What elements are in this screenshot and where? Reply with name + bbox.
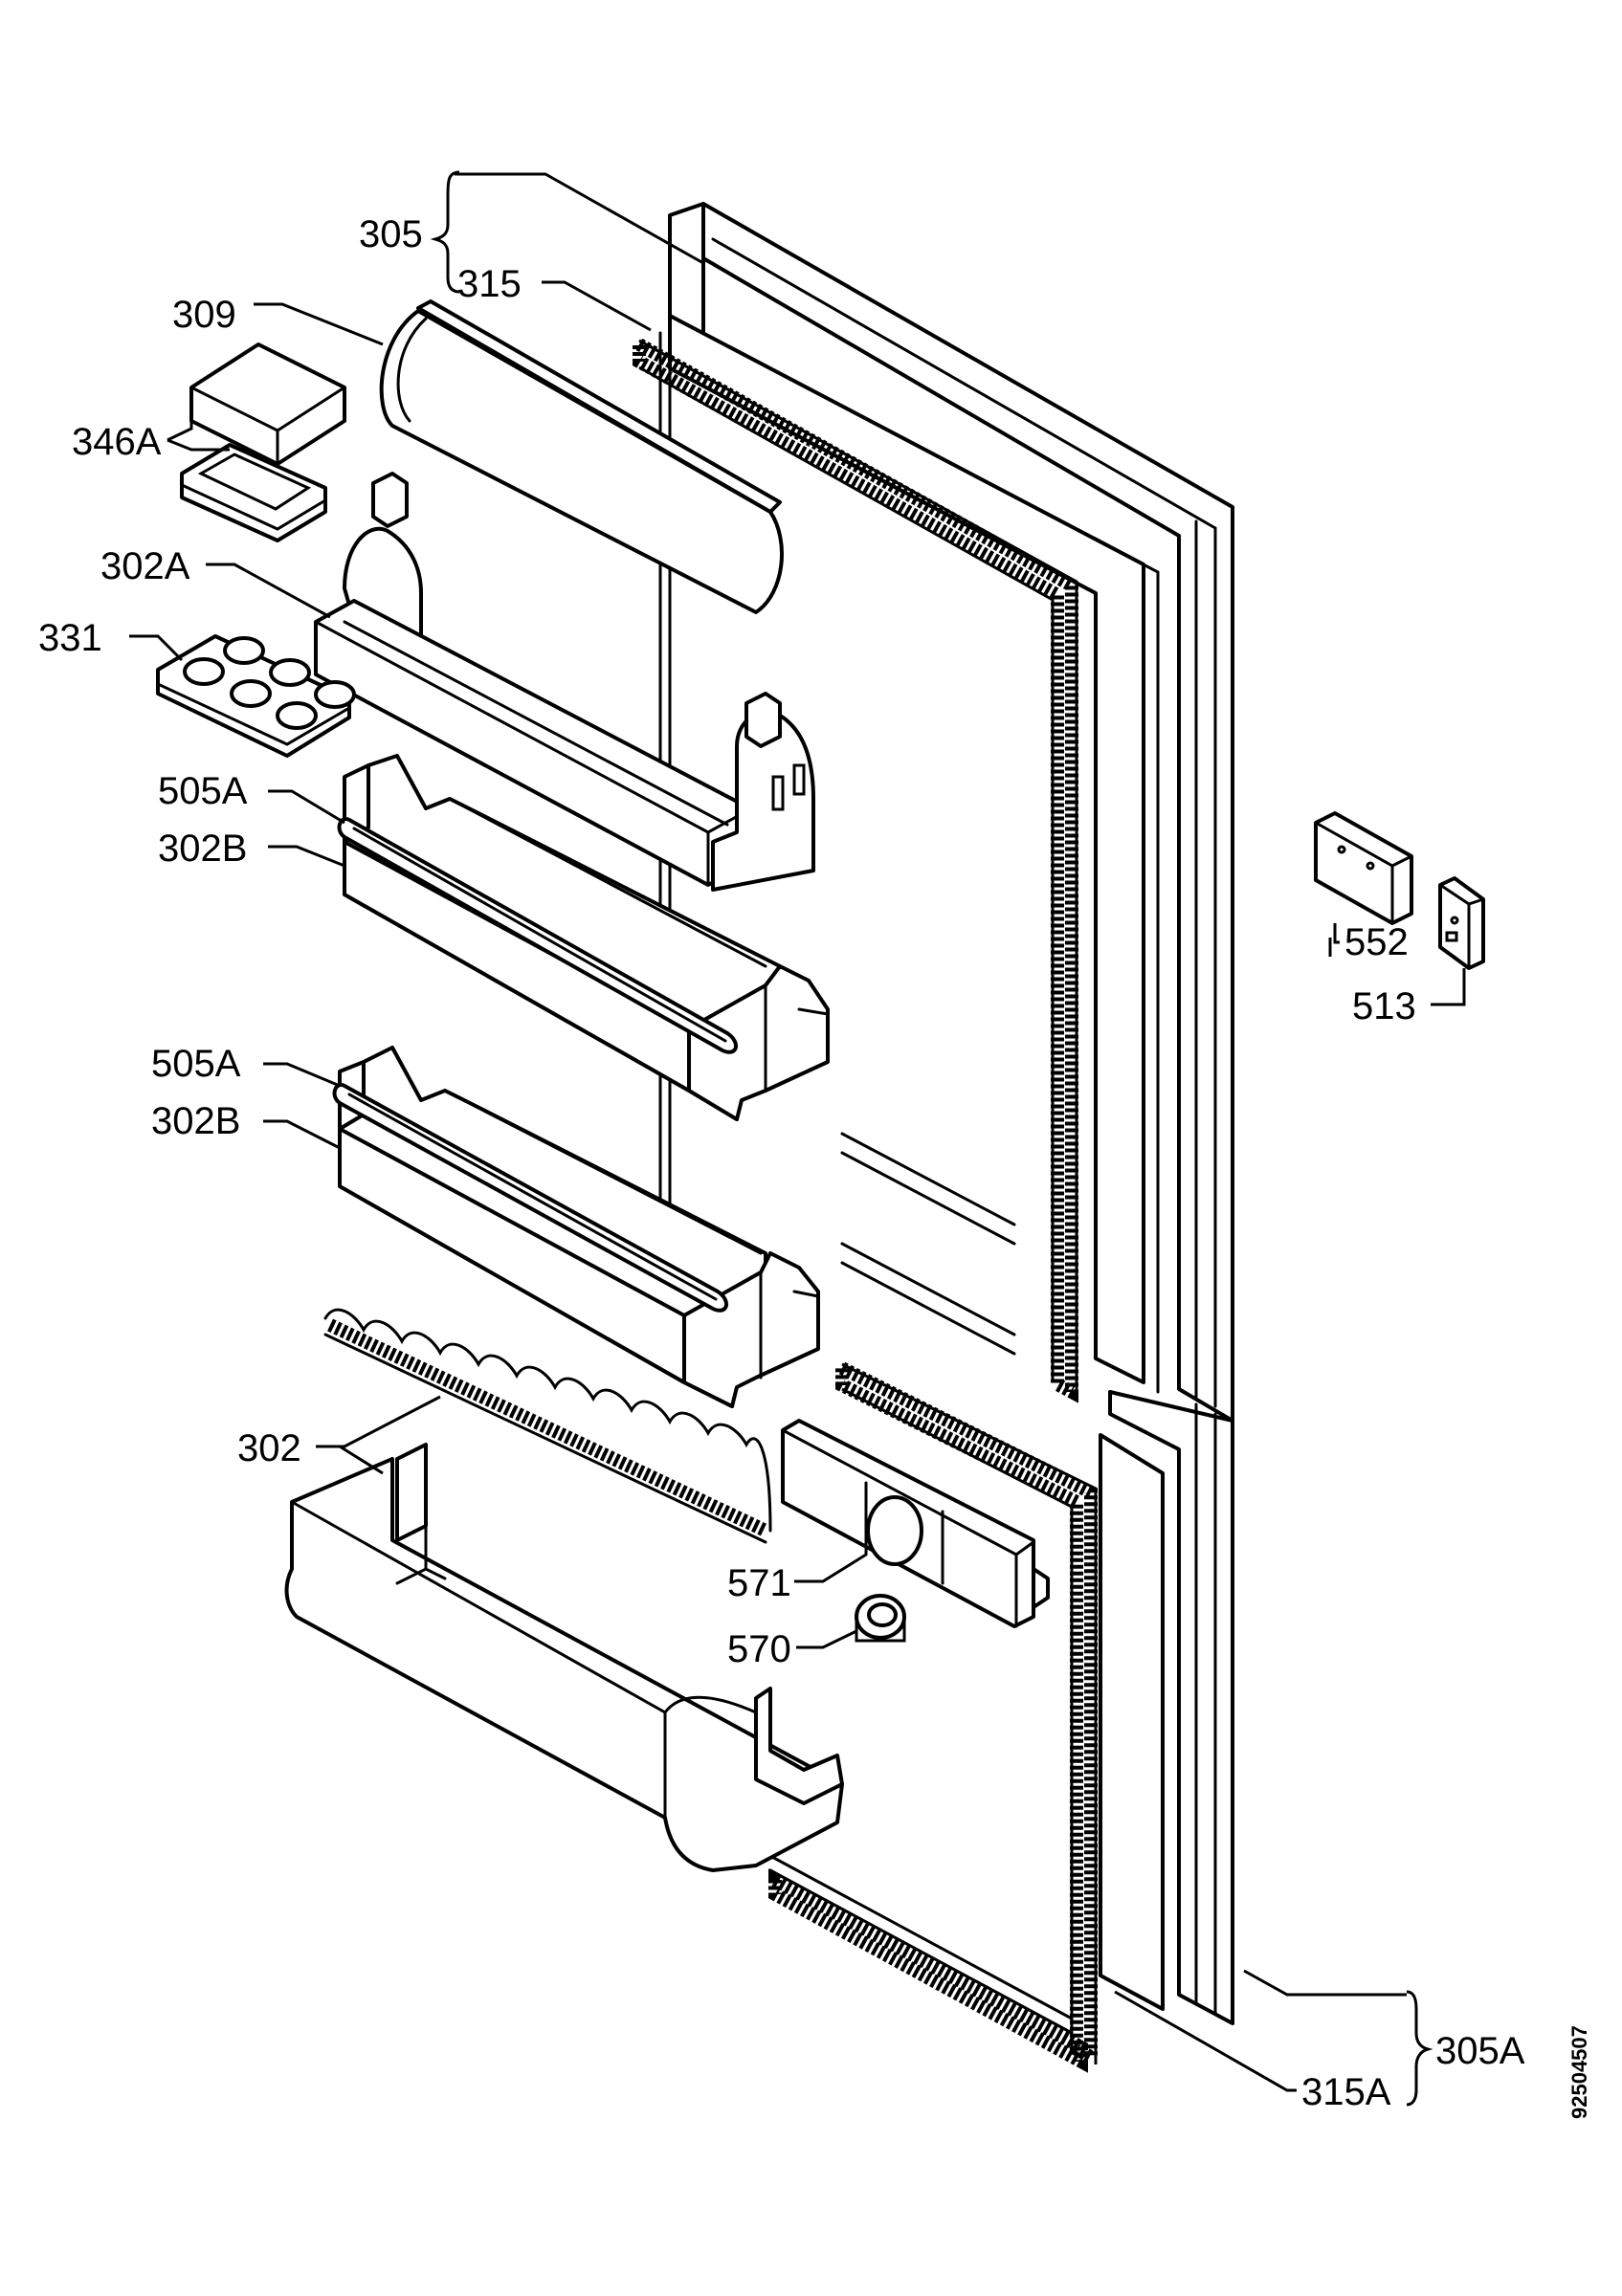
label-315: 315 xyxy=(457,263,522,305)
label-505a-2: 505A xyxy=(151,1043,241,1085)
brace-305a xyxy=(1406,1990,1433,2107)
hinge-bracket-513 xyxy=(1438,876,1485,970)
brace-305 xyxy=(430,170,460,294)
door-shelf-302a xyxy=(314,472,815,892)
label-309: 309 xyxy=(172,294,236,336)
label-305a: 305A xyxy=(1435,2030,1525,2072)
thermostat-knob-570 xyxy=(855,1594,906,1643)
upper-door-panel xyxy=(668,202,1234,1423)
label-570: 570 xyxy=(727,1628,791,1670)
hinge-plate-552 xyxy=(1314,811,1413,925)
label-302b-2: 302B xyxy=(151,1100,240,1142)
label-513: 513 xyxy=(1352,985,1416,1027)
label-346a: 346A xyxy=(72,421,162,463)
shelf-rail-505a-lower xyxy=(332,1083,728,1313)
label-331: 331 xyxy=(38,617,102,659)
label-302a: 302A xyxy=(100,545,190,587)
door-shelf-302b-lower xyxy=(338,1046,820,1408)
lower-door-gasket xyxy=(768,1357,1098,2073)
label-505a-1: 505A xyxy=(158,770,248,812)
door-bin-302 xyxy=(284,1443,844,1872)
bottle-retainer xyxy=(323,1308,772,1544)
label-302b-1: 302B xyxy=(158,828,247,870)
part-labels: 305 315 309 346A 302A 331 505A 302B 505A… xyxy=(38,213,1525,2113)
label-302: 302 xyxy=(237,1427,301,1469)
control-panel-571 xyxy=(781,1419,1050,1628)
label-315a: 315A xyxy=(1301,2071,1391,2113)
label-552: 552 xyxy=(1344,921,1409,963)
door-shelf-302b-upper xyxy=(343,754,830,1121)
butter-dish-346a xyxy=(180,342,346,542)
dairy-flap-309 xyxy=(379,299,784,614)
leader-lines xyxy=(129,172,1466,2092)
lower-door-panel xyxy=(1099,1390,1234,2025)
egg-tray-331 xyxy=(156,634,356,758)
document-id: 92504507 xyxy=(1567,2025,1591,2119)
label-571: 571 xyxy=(727,1562,791,1604)
label-305: 305 xyxy=(359,213,423,255)
